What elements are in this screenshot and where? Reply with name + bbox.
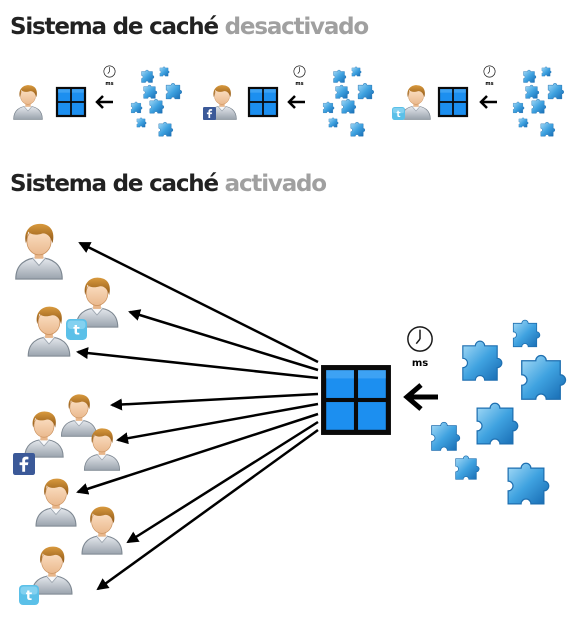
puzzle-piece-icon <box>455 455 480 480</box>
arrow-to-user <box>116 402 319 445</box>
arrow-to-user <box>76 412 319 495</box>
uncached-flow-twitter: ms <box>392 65 564 137</box>
title-main: Sistema de caché <box>10 14 219 40</box>
server-icon <box>437 86 469 118</box>
server-icon <box>321 365 391 435</box>
arrow-to-user <box>76 347 319 380</box>
section-title-cache-disabled: Sistema de caché desactivado <box>10 14 370 40</box>
arrow-left-icon <box>95 95 113 109</box>
fanout-arrows <box>76 241 319 591</box>
puzzle-piece-icon <box>351 66 362 77</box>
puzzle-piece-icon <box>462 340 503 381</box>
puzzle-piece-icon <box>136 117 147 128</box>
user-crowd <box>13 223 123 605</box>
user-icon <box>27 306 71 357</box>
server-icon <box>247 86 279 118</box>
puzzle-piece-icon <box>341 98 357 114</box>
puzzle-cluster <box>131 66 182 137</box>
arrow-left-icon <box>479 95 497 109</box>
clock-icon <box>293 65 306 78</box>
puzzle-piece-icon <box>521 354 567 400</box>
puzzle-piece-icon <box>333 69 347 83</box>
uncached-flow-facebook: ms <box>203 65 374 137</box>
puzzle-piece-icon <box>431 421 461 451</box>
arrow-to-user <box>126 420 319 544</box>
arrow-to-user <box>110 392 319 411</box>
clock-label: ms <box>295 81 303 87</box>
puzzle-piece-icon <box>165 83 182 100</box>
clock-icon <box>407 326 433 352</box>
title-state: desactivado <box>224 14 370 40</box>
puzzle-piece-icon <box>131 101 143 113</box>
user-icon <box>24 411 64 458</box>
twitter-icon <box>19 585 39 605</box>
server-icon <box>55 86 87 118</box>
puzzle-cluster <box>513 66 564 137</box>
puzzle-cluster <box>323 66 374 137</box>
clock-label: ms <box>105 81 113 87</box>
clock-label: ms <box>485 81 493 87</box>
puzzle-piece-icon <box>158 121 174 137</box>
clock-icon <box>103 65 116 78</box>
user-icon <box>401 84 431 120</box>
puzzle-piece-icon <box>531 98 547 114</box>
user-icon <box>60 393 98 437</box>
user-icon <box>13 84 43 120</box>
title-main: Sistema de caché <box>10 171 219 197</box>
puzzle-piece-icon <box>335 84 350 99</box>
puzzle-piece-icon <box>149 98 165 114</box>
puzzle-piece-icon <box>323 101 335 113</box>
arrow-to-user <box>78 241 319 364</box>
puzzle-piece-icon <box>523 69 537 83</box>
puzzle-piece-icon <box>512 319 541 348</box>
puzzle-piece-icon <box>476 402 519 445</box>
puzzle-piece-icon <box>513 101 525 113</box>
puzzle-piece-icon <box>547 83 564 100</box>
user-icon <box>35 478 77 527</box>
puzzle-piece-icon <box>159 66 170 77</box>
cache-arrow <box>403 383 438 411</box>
arrow-to-user <box>96 428 319 591</box>
user-icon <box>15 223 63 280</box>
puzzle-piece-icon <box>350 121 366 137</box>
puzzle-piece-icon <box>507 462 550 505</box>
user-icon <box>81 506 123 555</box>
arrow-left-icon <box>403 383 438 411</box>
puzzle-piece-icon <box>328 117 339 128</box>
uncached-flow-plain: ms <box>13 65 182 137</box>
puzzle-piece-icon <box>141 69 155 83</box>
clock-icon <box>483 65 496 78</box>
section-title-cache-enabled: Sistema de caché activado <box>10 171 327 197</box>
clock-label: ms <box>412 358 428 369</box>
facebook-icon <box>13 453 35 475</box>
puzzle-piece-icon <box>518 117 529 128</box>
puzzle-piece-icon <box>540 121 556 137</box>
arrow-to-user <box>128 309 319 372</box>
puzzle-piece-icon <box>143 84 158 99</box>
puzzle-piece-icon <box>357 83 374 100</box>
arrow-left-icon <box>287 95 305 109</box>
puzzle-piece-icon <box>541 66 552 77</box>
twitter-icon <box>66 319 87 340</box>
facebook-icon <box>203 107 216 120</box>
twitter-icon <box>392 107 405 120</box>
title-state: activado <box>224 171 327 197</box>
puzzle-cluster <box>431 319 567 505</box>
puzzle-piece-icon <box>525 84 540 99</box>
